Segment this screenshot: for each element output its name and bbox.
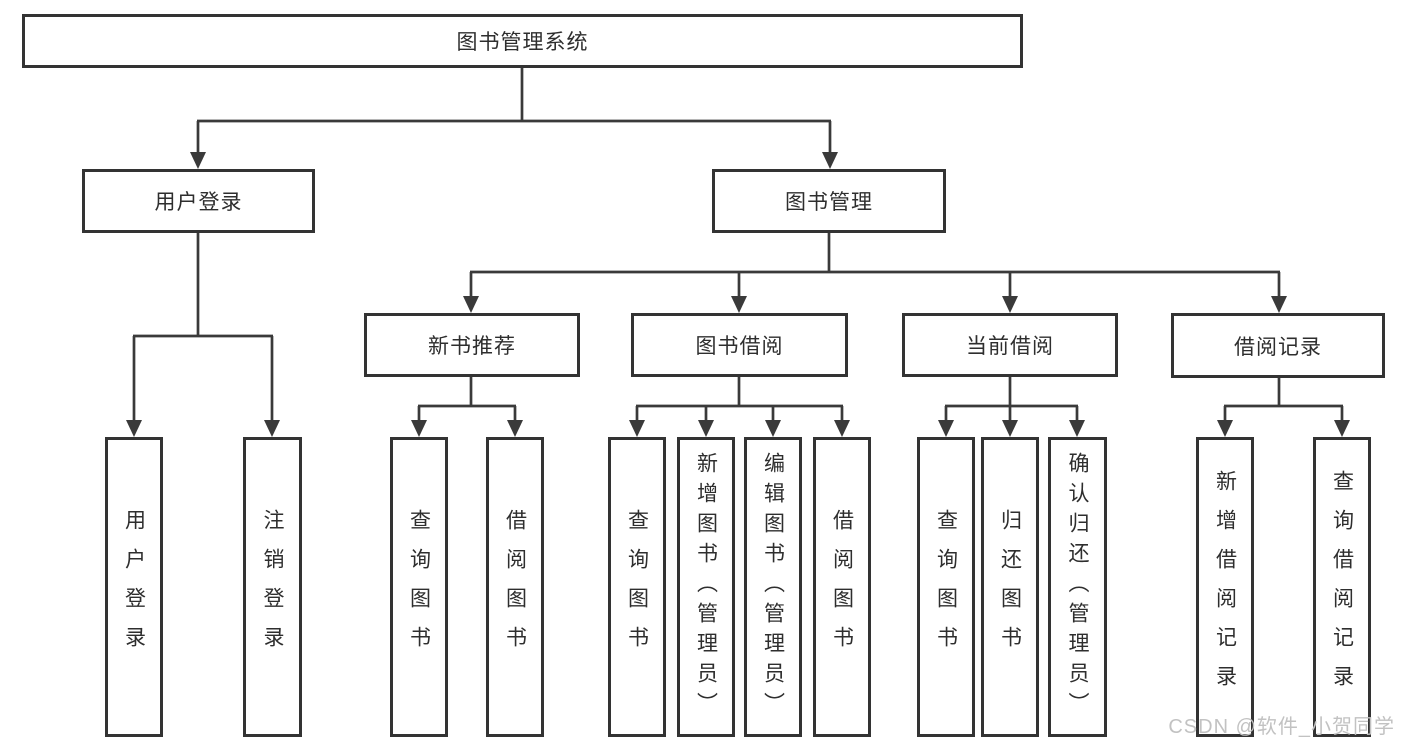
node-current-borrow: 当前借阅 [902,313,1118,377]
node-new-book-recommend: 新书推荐 [364,313,580,377]
connector-records-to-leaves [1217,378,1350,437]
node-root: 图书管理系统 [22,14,1023,68]
leaf-logout: 注销登录 [243,437,302,737]
leaf-query-books-recommend: 查询图书 [390,437,448,737]
node-label: 编辑图书（管理员） [761,452,785,722]
node-label: 注销登录 [261,509,284,665]
node-label: 图书管理 [785,191,873,214]
node-label: 图书借阅 [695,335,784,358]
connector-root-to-level2 [190,68,838,169]
leaf-query-books-borrow: 查询图书 [608,437,666,737]
csdn-watermark: CSDN @软件_小贺同学 [1168,716,1395,738]
node-label: 借阅图书 [830,509,854,665]
node-label: 新增图书（管理员） [694,452,718,722]
node-book-borrow: 图书借阅 [631,313,848,377]
node-borrow-records: 借阅记录 [1171,313,1385,378]
leaf-borrow-books-recommend: 借阅图书 [486,437,544,737]
leaf-return-book: 归还图书 [981,437,1039,737]
node-label: 查询图书 [934,509,958,665]
leaf-add-borrow-record: 新增借阅记录 [1196,437,1254,737]
node-user-login-group: 用户登录 [82,169,315,233]
leaf-confirm-return-admin: 确认归还（管理员） [1048,437,1107,737]
leaf-edit-book-admin: 编辑图书（管理员） [744,437,802,737]
leaf-query-borrow-record: 查询借阅记录 [1313,437,1371,737]
connector-borrow-to-leaves [629,376,850,437]
node-label: 图书管理系统 [456,31,589,54]
node-label: 借阅记录 [1234,335,1322,359]
leaf-borrow-books: 借阅图书 [813,437,871,737]
node-label: 查询图书 [407,509,431,665]
connector-bookmgmt-to-level3 [463,232,1287,313]
node-label: 新增借阅记录 [1213,470,1237,704]
node-label: 查询图书 [625,509,649,665]
node-label: 查询借阅记录 [1330,470,1354,704]
connector-current-to-leaves [938,376,1085,437]
leaf-add-book-admin: 新增图书（管理员） [677,437,735,737]
node-label: 用户登录 [154,191,243,214]
connector-userlogin-to-leaves [126,233,280,437]
node-label: 确认归还（管理员） [1066,452,1089,722]
node-label: 当前借阅 [966,335,1054,358]
connector-newbook-to-leaves [411,376,523,437]
node-label: 新书推荐 [428,335,516,358]
leaf-query-books-current: 查询图书 [917,437,975,737]
leaf-user-login: 用户登录 [105,437,163,737]
node-label: 用户登录 [122,509,146,665]
node-label: 归还图书 [998,509,1022,665]
node-book-management: 图书管理 [712,169,946,233]
node-label: 借阅图书 [503,509,527,665]
